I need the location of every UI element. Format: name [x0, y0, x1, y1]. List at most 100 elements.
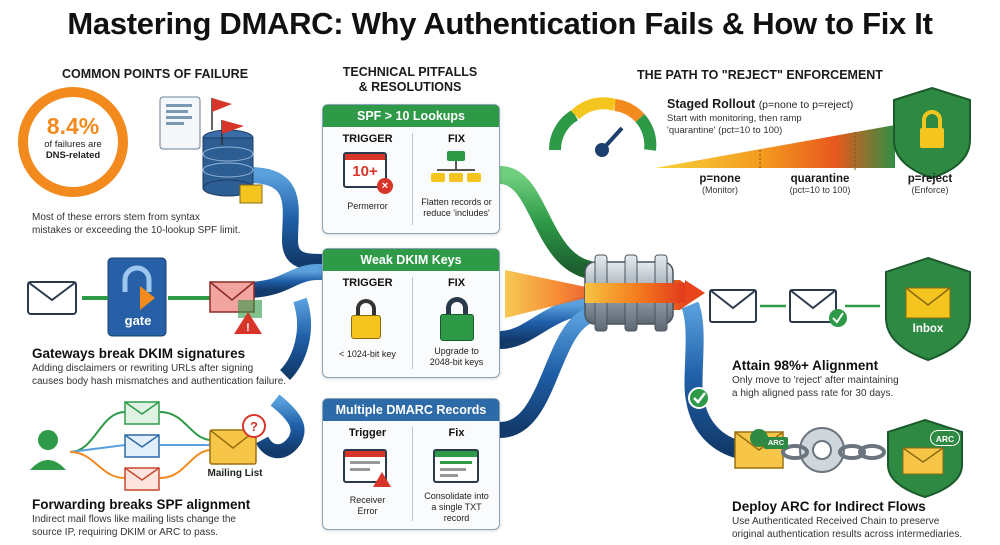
panel-spf-lookups: SPF > 10 Lookups TRIGGER FIX 10+ × Perme…: [322, 104, 500, 234]
panel-dmarc-trigger-text: Receiver Error: [323, 495, 412, 517]
panel-dkim-fix-text: Upgrade to 2048-bit keys: [412, 346, 501, 368]
section-reject-heading: THE PATH TO "REJECT" ENFORCEMENT: [637, 68, 883, 82]
error-x-icon: ×: [377, 178, 393, 194]
rollout-heading-main: Staged Rollout: [667, 97, 756, 111]
alignment-desc: Only move to 'reject' after maintaining …: [732, 375, 962, 400]
pipe-coupling: [584, 254, 705, 332]
verified-envelope-icon: [789, 289, 847, 327]
panel-spf-title: SPF > 10 Lookups: [323, 105, 499, 127]
check-badge-icon: [688, 387, 710, 409]
alignment-desc-line1: Only move to 'reject' after maintaining: [732, 375, 899, 386]
rollout-heading-detail: (p=none to p=reject): [758, 99, 854, 111]
dns-note-line1: Most of these errors stem from syntax: [32, 212, 200, 223]
forwarding-desc-line2: source IP, requiring DKIM or ARC to pass…: [32, 526, 219, 538]
person-icon: [30, 430, 66, 470]
rollout-heading: Staged Rollout (p=none to p=reject): [667, 97, 907, 111]
arc-desc-line1: Use Authenticated Received Chain to pres…: [732, 516, 940, 527]
section-pitfalls-line2: & RESOLUTIONS: [358, 80, 462, 94]
pipe-bottom: [255, 394, 305, 459]
gateway-icon: [107, 257, 167, 337]
page-title: Mastering DMARC: Why Authentication Fail…: [67, 6, 933, 41]
strong-lock-icon: [440, 297, 474, 341]
panel-dkim-fix-label: FIX: [447, 277, 466, 289]
spf-error-value: 10+: [352, 163, 378, 180]
forwarding-desc: Indirect mail flows like mailing lists c…: [32, 514, 312, 539]
arc-desc-line2: original authentication results across i…: [732, 528, 963, 540]
panel-spf-fix-line2: reduce 'includes': [423, 207, 490, 218]
panel-dmarc-fix-text: Consolidate into a single TXT record: [412, 491, 501, 523]
dns-donut-chart: [18, 87, 128, 197]
alignment-desc-line2: a high aligned pass rate for 30 days.: [732, 387, 894, 399]
broken-envelope-icon: !: [209, 281, 262, 334]
receiver-error-icon: [343, 449, 391, 487]
panel-dkim-trigger-label: TRIGGER: [342, 277, 393, 289]
stage-reject: p=reject (Enforce): [890, 173, 970, 195]
arc-badge-right: ARC: [930, 430, 960, 446]
gateway-desc-line1: Adding disclaimers or rewriting URLs aft…: [32, 363, 254, 374]
stage-reject-policy: p=reject: [907, 173, 953, 185]
gateway-desc-line2: causes body hash mismatches and authenti…: [32, 375, 287, 387]
txt-record-icon: [433, 449, 479, 483]
red-flag-icon: [211, 98, 244, 145]
panel-dmarc-fix-line1: Consolidate into: [424, 491, 489, 501]
stage-quarantine-policy: quarantine: [790, 173, 850, 185]
panel-spf-trigger-text: Permerror: [347, 201, 388, 211]
inbox-shield-icon: [885, 256, 971, 362]
stage-reject-note: (Enforce): [911, 185, 949, 195]
panel-dmarc-trigger-line1: Receiver: [349, 495, 386, 505]
panel-dmarc-trigger-label: Trigger: [348, 427, 387, 439]
panel-spf-fix-line1: Flatten records or: [421, 197, 492, 207]
forward-branches: [69, 411, 211, 479]
svg-text:!: !: [246, 322, 250, 334]
gateway-heading: Gateways break DKIM signatures: [32, 346, 246, 361]
arc-badge-left: ARC: [764, 437, 788, 449]
pipe-gateway: [244, 263, 326, 298]
envelope-icon-left: [27, 281, 77, 315]
pipe-broken: [279, 297, 312, 380]
pipe-panel1: [498, 166, 593, 279]
dns-stat-caption2: DNS-related: [45, 149, 101, 161]
gateway-label: gate: [124, 313, 152, 328]
stage-none: p=none (Monitor): [680, 173, 760, 195]
forwarding-desc-line1: Indirect mail flows like mailing lists c…: [32, 514, 236, 525]
stage-quarantine: quarantine (pct=10 to 100): [770, 173, 870, 195]
gauge-icon: [548, 97, 657, 157]
section-failure-heading: COMMON POINTS OF FAILURE: [61, 67, 249, 81]
panel-weak-dkim: Weak DKIM Keys TRIGGER FIX < 1024-bit ke…: [322, 248, 500, 378]
stage-none-note: (Monitor): [701, 185, 738, 195]
panel-dkim-trigger-text: < 1024-bit key: [339, 349, 396, 359]
arc-heading: Deploy ARC for Indirect Flows: [732, 499, 926, 514]
rollout-desc-line2: 'quarantine' (pct=10 to 100): [667, 124, 783, 136]
panel-dkim-fix-line2: 2048-bit keys: [429, 356, 484, 367]
dns-note: Most of these errors stem from syntax mi…: [32, 212, 302, 237]
section-pitfalls-line1: TECHNICAL PITFALLS: [342, 65, 478, 79]
section-pitfalls-heading: TECHNICAL PITFALLS & RESOLUTIONS: [315, 65, 505, 95]
panel-dmarc-fix-line3: record: [443, 512, 470, 523]
gateway-desc: Adding disclaimers or rewriting URLs aft…: [32, 363, 322, 388]
mailing-list-label: Mailing List: [207, 468, 263, 479]
envelope-icon-right: [709, 289, 757, 323]
dns-stat-value: 8.4%: [46, 113, 100, 139]
stage-quarantine-note: (pct=10 to 100): [789, 185, 851, 195]
dns-stat-caption1: of failures are: [44, 139, 102, 150]
panel-spf-fix-text: Flatten records or reduce 'includes': [412, 197, 501, 219]
rollout-desc: Start with monitoring, then ramp 'quaran…: [667, 113, 867, 137]
arc-desc: Use Authenticated Received Chain to pres…: [732, 516, 994, 541]
rollout-desc-line1: Start with monitoring, then ramp: [667, 113, 802, 124]
panel-dkim-title: Weak DKIM Keys: [323, 249, 499, 271]
pipe-top: [242, 167, 333, 270]
dns-server-icon: [159, 96, 263, 204]
arc-chain: [734, 418, 963, 499]
spf-error-window-icon: 10+ ×: [343, 152, 393, 194]
org-chart-icon: [431, 151, 481, 191]
stage-none-policy: p=none: [699, 173, 741, 185]
svg-text:?: ?: [250, 419, 258, 434]
panel-spf-divider: [412, 133, 413, 225]
panel-dmarc-trigger-line2: Error: [357, 505, 378, 516]
panel-dmarc-fix-line2: a single TXT: [431, 501, 482, 512]
shield-lock-icon: [893, 86, 971, 180]
flow-stream: [505, 270, 610, 318]
panel-spf-fix-label: FIX: [447, 133, 466, 145]
dns-stat: 8.4% of failures are DNS-related: [33, 115, 113, 162]
mailing-list-icon: ?: [209, 414, 266, 465]
